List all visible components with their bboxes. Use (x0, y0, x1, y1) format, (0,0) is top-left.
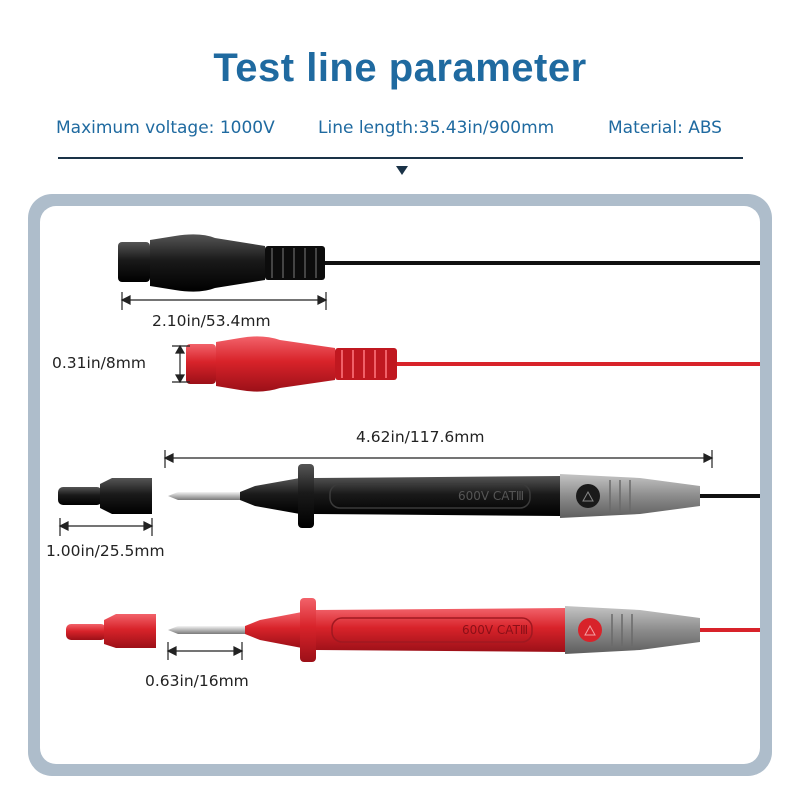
black-probe-rating-text: 600V CATⅢ (458, 489, 524, 503)
plug-length-dimension (120, 292, 328, 310)
plug-diameter-dimension (172, 344, 190, 384)
material-label: Material: ABS (608, 118, 722, 138)
black-probe-cap (58, 478, 152, 514)
plug-diameter-label: 0.31in/8mm (52, 354, 146, 372)
page-title: Test line parameter (213, 46, 587, 90)
parameter-row: Maximum voltage: 1000V Line length:35.43… (0, 118, 800, 142)
cap-length-label: 1.00in/25.5mm (46, 542, 165, 560)
black-banana-plug (118, 234, 760, 292)
red-probe: 600V CATⅢ (168, 598, 760, 662)
cap-length-dimension (58, 518, 154, 536)
black-probe: 600V CATⅢ (168, 464, 760, 528)
red-probe-cap (66, 614, 156, 648)
red-probe-rating-text: 600V CATⅢ (462, 623, 528, 637)
tip-length-dimension (166, 642, 244, 660)
plug-length-label: 2.10in/53.4mm (152, 312, 271, 330)
line-length-label: Line length:35.43in/900mm (318, 118, 555, 138)
probe-length-label: 4.62in/117.6mm (356, 428, 485, 446)
red-banana-plug (186, 336, 760, 392)
down-arrow-icon (396, 166, 408, 175)
max-voltage-label: Maximum voltage: 1000V (56, 118, 275, 138)
probe-length-dimension (163, 450, 714, 468)
tip-length-label: 0.63in/16mm (145, 672, 249, 690)
divider-line (58, 157, 743, 159)
